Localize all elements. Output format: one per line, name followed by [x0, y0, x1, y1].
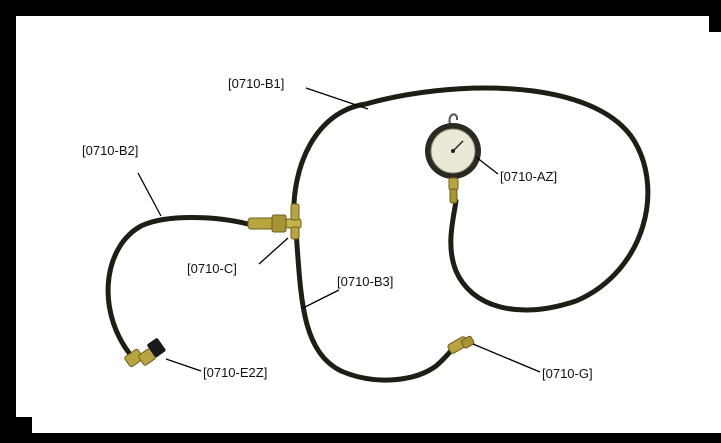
leader-line-b2 [137, 172, 162, 217]
label-b1: [0710-B1] [228, 76, 284, 91]
end-fitting-g [447, 335, 475, 354]
label-b2: [0710-B2] [82, 143, 138, 158]
leader-line-e2z [165, 358, 202, 372]
label-e2z: [0710-E2Z] [203, 365, 267, 380]
hose-b1 [291, 85, 651, 313]
pressure-gauge-az [425, 113, 481, 204]
leader-line-c [258, 237, 289, 265]
leader-lines [137, 87, 541, 373]
label-az: [0710-AZ] [500, 169, 557, 184]
tee-fitting-c [247, 203, 302, 240]
hose-b3 [293, 228, 461, 383]
leader-line-g [472, 343, 541, 373]
leader-line-b3 [302, 289, 340, 309]
leader-line-b1 [305, 87, 369, 110]
label-g: [0710-G] [542, 366, 593, 381]
leader-line-az [475, 156, 499, 175]
diagram-frame: [0710-B1] [0710-B2] [0710-AZ] [0710-C] [… [0, 0, 721, 433]
hose-b2 [105, 215, 251, 362]
end-fitting-e2z [124, 338, 166, 368]
label-b3: [0710-B3] [337, 274, 393, 289]
label-c: [0710-C] [187, 261, 237, 276]
hose-assembly-diagram: [0710-B1] [0710-B2] [0710-AZ] [0710-C] [… [32, 32, 721, 433]
